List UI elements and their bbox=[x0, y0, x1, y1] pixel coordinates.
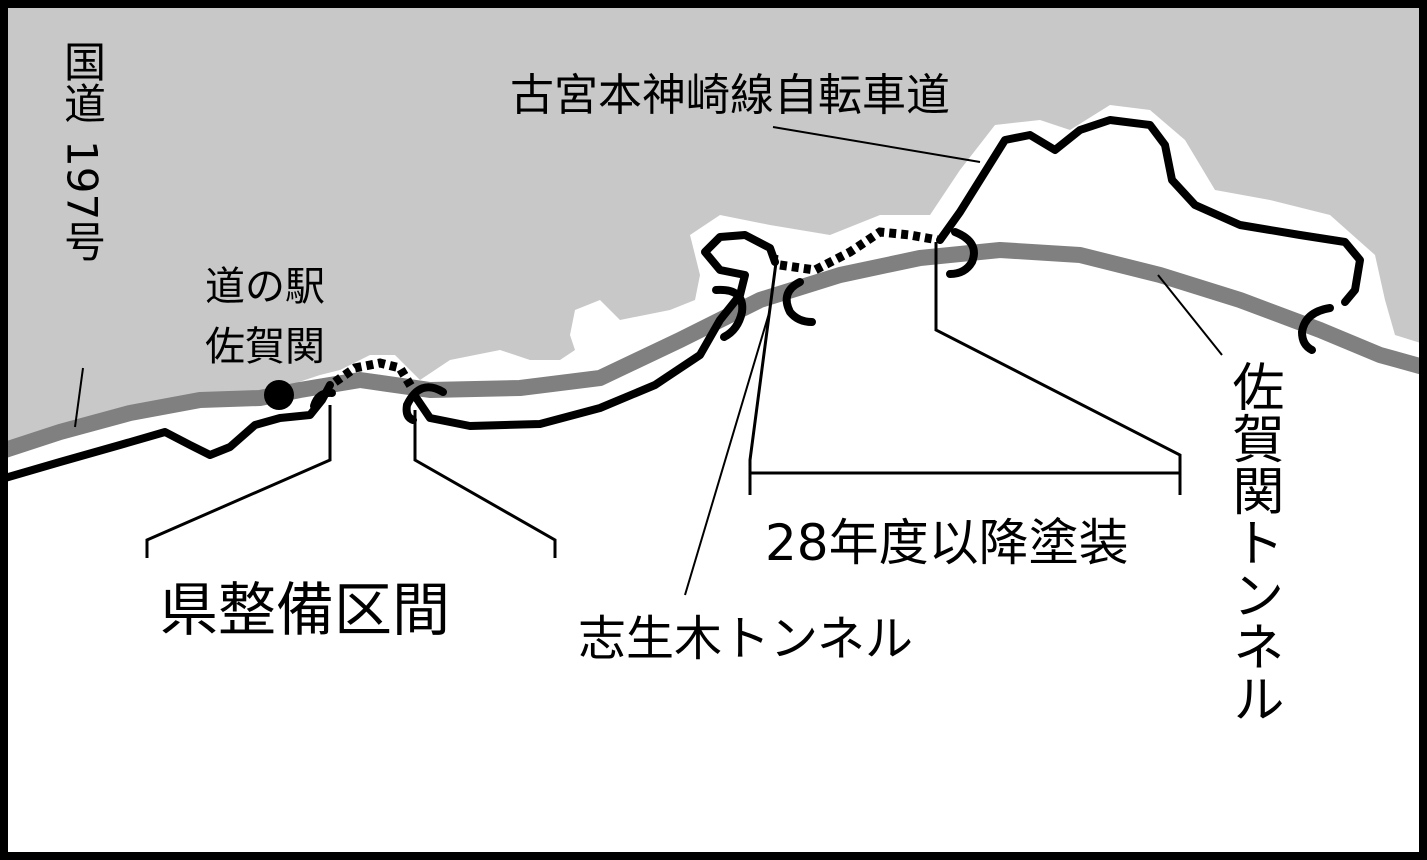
leader-line bbox=[772, 126, 981, 163]
section-bracket bbox=[145, 405, 332, 558]
tunnel-portal-icon bbox=[782, 278, 816, 326]
section-bracket bbox=[934, 242, 1182, 495]
tunnel-portal-icon bbox=[946, 228, 978, 278]
route-197-road bbox=[2, 242, 1427, 458]
bike-path-dashed bbox=[332, 358, 416, 391]
leader-line bbox=[684, 309, 771, 596]
bike-path-segment bbox=[411, 231, 779, 430]
painting-2016-label: 28年度以降塗装 bbox=[765, 514, 1129, 572]
bike-path-segment bbox=[936, 116, 1364, 306]
prefecture-section-label: 県整備区間 bbox=[160, 576, 450, 644]
station-marker-icon bbox=[264, 380, 294, 410]
route-197-label-line1: 国道 bbox=[58, 40, 107, 124]
leader-line bbox=[1157, 274, 1223, 356]
tunnel-portal-icon bbox=[1297, 304, 1334, 354]
bike-path-segment bbox=[1, 381, 334, 482]
tunnel-portal-icon bbox=[402, 383, 447, 424]
section-bracket bbox=[748, 254, 779, 495]
shikiki-tunnel-label: 志生木トンネル bbox=[578, 611, 913, 667]
leader-line bbox=[74, 367, 84, 428]
michi-no-eki-label-line2: 佐賀関 bbox=[205, 324, 325, 370]
bicycle-road-label: 古宮本神崎線自転車道 bbox=[510, 70, 950, 121]
saganoseki-tunnel-label: 佐賀関トンネル bbox=[1223, 360, 1283, 724]
tunnel-portal-icon bbox=[712, 285, 747, 341]
section-bracket bbox=[413, 410, 557, 558]
michi-no-eki-label-line1: 道の駅 bbox=[205, 264, 325, 310]
tunnel-portal-icon bbox=[310, 388, 336, 410]
sea-area bbox=[0, 0, 1427, 450]
bike-path-dashed bbox=[779, 227, 939, 275]
route-197-label-line2: 197号 bbox=[58, 140, 107, 262]
